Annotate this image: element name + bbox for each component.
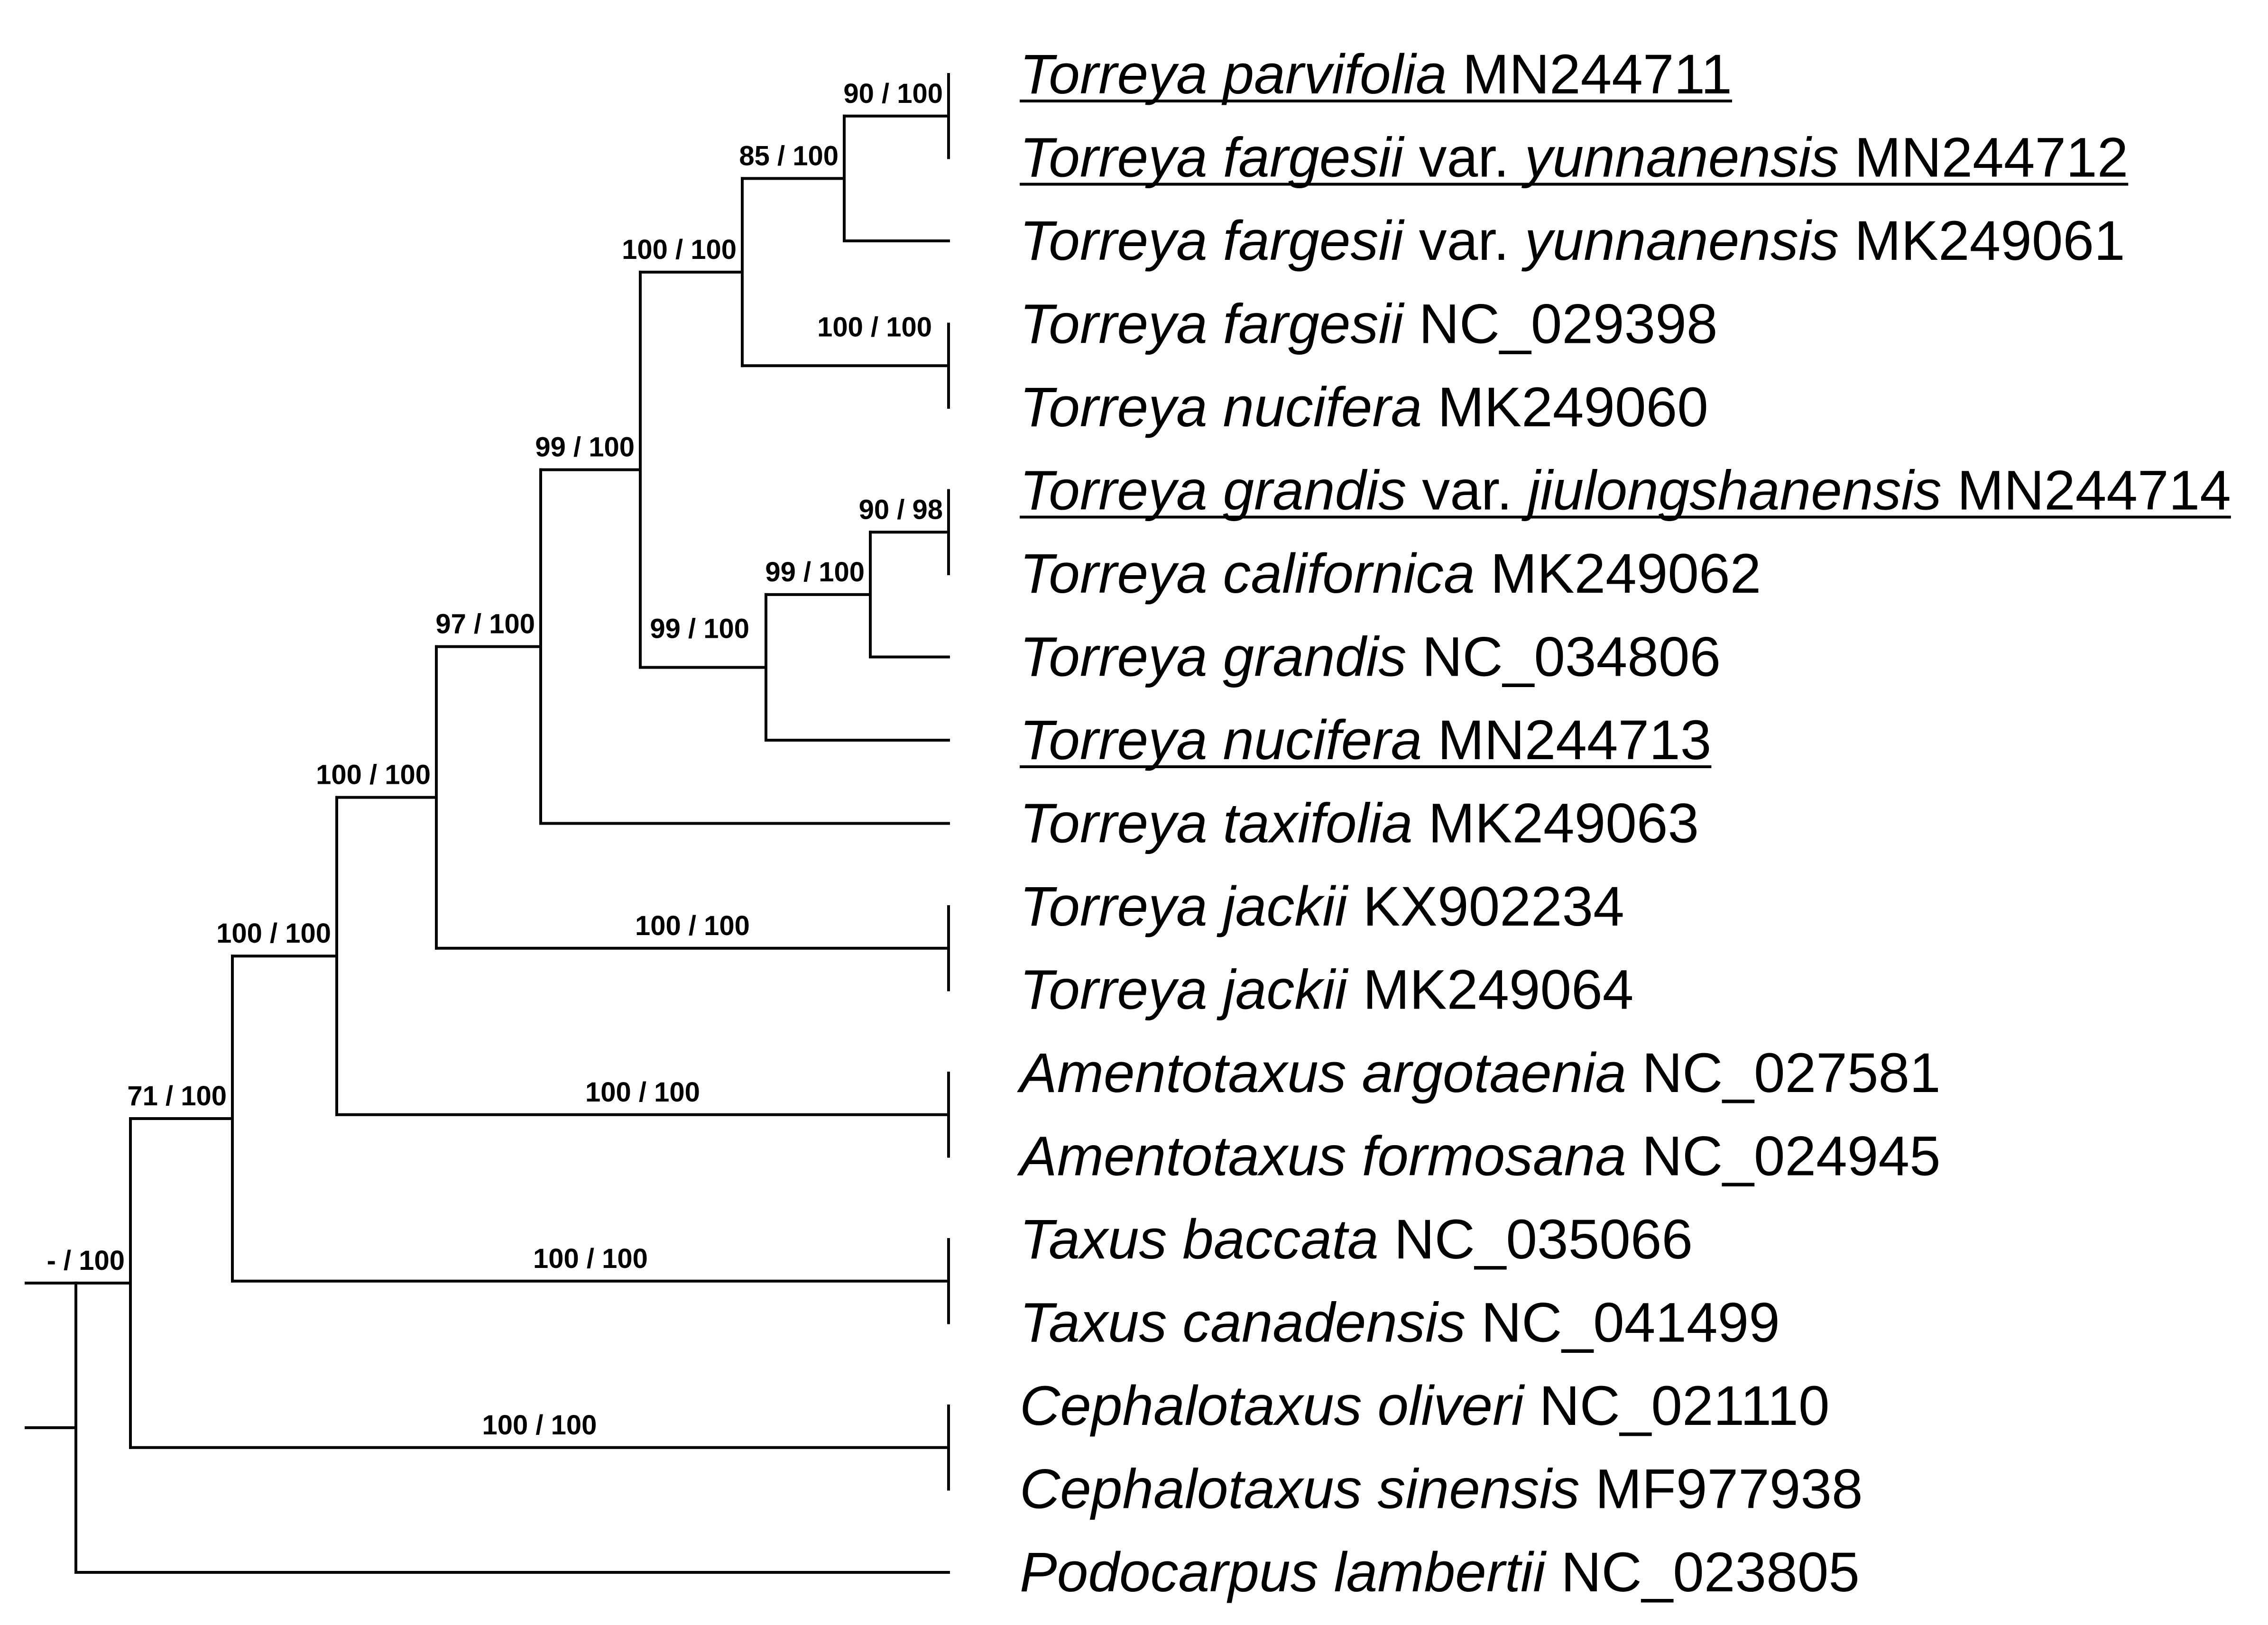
support-n_t6_t8: 99 / 100 [765, 557, 865, 588]
support-n_t6_t9: 99 / 100 [650, 613, 749, 644]
support-n_t1_t16: 71 / 100 [127, 1081, 227, 1111]
taxon-name: Torreya grandis [1020, 459, 1407, 522]
taxon-name: Amentotaxus argotaenia [1017, 1042, 1626, 1104]
taxon-variety: jiulongshanensis [1521, 459, 1942, 522]
support-n_t1_t3: 85 / 100 [739, 140, 839, 171]
taxon-label: Amentotaxus argotaenia NC_027581 [1017, 1042, 1941, 1104]
taxon-variety-prefix: var. [1407, 459, 1528, 522]
taxon-accession: NC_029398 [1403, 293, 1718, 356]
taxon-name: Torreya fargesii [1020, 127, 1405, 189]
taxon-variety-prefix: var. [1403, 127, 1525, 189]
taxon-name: Torreya taxifolia [1020, 792, 1413, 855]
support-n_t1_t12: 100 / 100 [316, 760, 431, 790]
taxon-name: Torreya grandis [1020, 626, 1407, 689]
taxon-label: Torreya fargesii NC_029398 [1020, 293, 1718, 356]
taxon-label: Torreya nucifera MN244713 [1020, 709, 1711, 771]
taxon-accession: KX902234 [1347, 875, 1624, 938]
support-n_t4_t5: 100 / 100 [817, 312, 932, 342]
branch-label-bl_jackii: 100 / 100 [635, 910, 750, 941]
tree-branches [25, 73, 950, 1574]
taxon-name: Torreya fargesii [1020, 293, 1405, 356]
branch-label-bl_cephalotaxus: 100 / 100 [482, 1410, 597, 1441]
branch-label-bl_taxus: 100 / 100 [533, 1243, 648, 1274]
taxon-label: Torreya nucifera MK249060 [1020, 376, 1708, 439]
taxon-accession: NC_021110 [1524, 1375, 1830, 1437]
taxon-variety-prefix: var. [1403, 210, 1525, 272]
taxon-accession: MK249060 [1422, 376, 1708, 439]
taxon-name: Taxus baccata [1020, 1208, 1379, 1271]
taxon-accession: MF977938 [1580, 1458, 1863, 1521]
taxon-label: Torreya californica MK249062 [1020, 542, 1761, 605]
taxon-name: Torreya nucifera [1020, 376, 1422, 439]
taxon-name: Taxus canadensis [1020, 1292, 1466, 1354]
taxon-name: Podocarpus lambertii [1020, 1541, 1547, 1604]
taxon-name: Torreya jackii [1020, 959, 1349, 1021]
taxon-accession: MK249062 [1475, 542, 1761, 605]
taxon-label: Torreya jackii KX902234 [1020, 875, 1624, 938]
taxon-label: Taxus canadensis NC_041499 [1020, 1292, 1780, 1354]
taxon-accession: MK249061 [1839, 210, 2125, 272]
taxon-name: Torreya californica [1020, 542, 1475, 605]
taxon-name: Torreya nucifera [1020, 709, 1422, 771]
support-n_t1_t10: 97 / 100 [435, 609, 535, 640]
taxon-name: Cephalotaxus oliveri [1020, 1375, 1525, 1437]
branch-label-bl_amentotaxus: 100 / 100 [585, 1077, 700, 1108]
taxon-accession: MN244713 [1422, 709, 1711, 771]
taxon-label: Torreya grandis var. jiulongshanensis MN… [1020, 459, 2231, 522]
taxon-accession: MK249064 [1347, 959, 1634, 1021]
support-n_t1_t2: 90 / 100 [843, 78, 943, 109]
taxon-label: Podocarpus lambertii NC_023805 [1020, 1541, 1860, 1604]
taxon-accession: NC_027581 [1626, 1042, 1941, 1104]
support-n_t6_t7: 90 / 98 [859, 494, 943, 525]
taxon-name: Torreya jackii [1020, 875, 1349, 938]
taxon-label: Torreya fargesii var. yunnanensis MN2447… [1020, 127, 2128, 189]
taxon-label: Torreya jackii MK249064 [1020, 959, 1633, 1021]
taxon-label: Torreya parvifolia MN244711 [1020, 43, 1732, 106]
taxon-accession: MN244711 [1447, 43, 1732, 106]
taxon-name: Cephalotaxus sinensis [1020, 1458, 1580, 1521]
taxon-name: Amentotaxus formosana [1017, 1125, 1626, 1188]
taxon-name: Torreya parvifolia [1020, 43, 1447, 106]
taxon-label: Torreya grandis NC_034806 [1020, 626, 1721, 689]
taxon-name: Torreya fargesii [1020, 210, 1405, 272]
taxon-variety: yunnanensis [1521, 210, 1839, 272]
taxon-label: Cephalotaxus sinensis MF977938 [1020, 1458, 1863, 1521]
support-n_t1_t14: 100 / 100 [216, 918, 331, 949]
taxon-accession: MN244712 [1839, 127, 2128, 189]
taxon-accession: NC_034806 [1407, 626, 1721, 689]
taxon-accession: NC_035066 [1379, 1208, 1693, 1271]
taxon-accession: NC_024945 [1626, 1125, 1941, 1188]
taxon-accession: NC_041499 [1466, 1292, 1780, 1354]
taxon-label: Cephalotaxus oliveri NC_021110 [1020, 1375, 1830, 1437]
taxon-accession: MN244714 [1942, 459, 2231, 522]
taxon-label: Taxus baccata NC_035066 [1020, 1208, 1693, 1271]
taxon-label: Torreya fargesii var. yunnanensis MK2490… [1020, 210, 2125, 272]
taxon-variety: yunnanensis [1521, 127, 1839, 189]
support-n_t1_t5: 100 / 100 [622, 234, 737, 265]
support-n_t1_t18: - / 100 [47, 1245, 125, 1276]
taxon-accession: NC_023805 [1545, 1541, 1860, 1604]
taxon-label: Amentotaxus formosana NC_024945 [1017, 1125, 1941, 1188]
taxon-label: Torreya taxifolia MK249063 [1020, 792, 1699, 855]
support-n_t1_t9: 99 / 100 [535, 432, 635, 463]
taxon-accession: MK249063 [1413, 792, 1699, 855]
